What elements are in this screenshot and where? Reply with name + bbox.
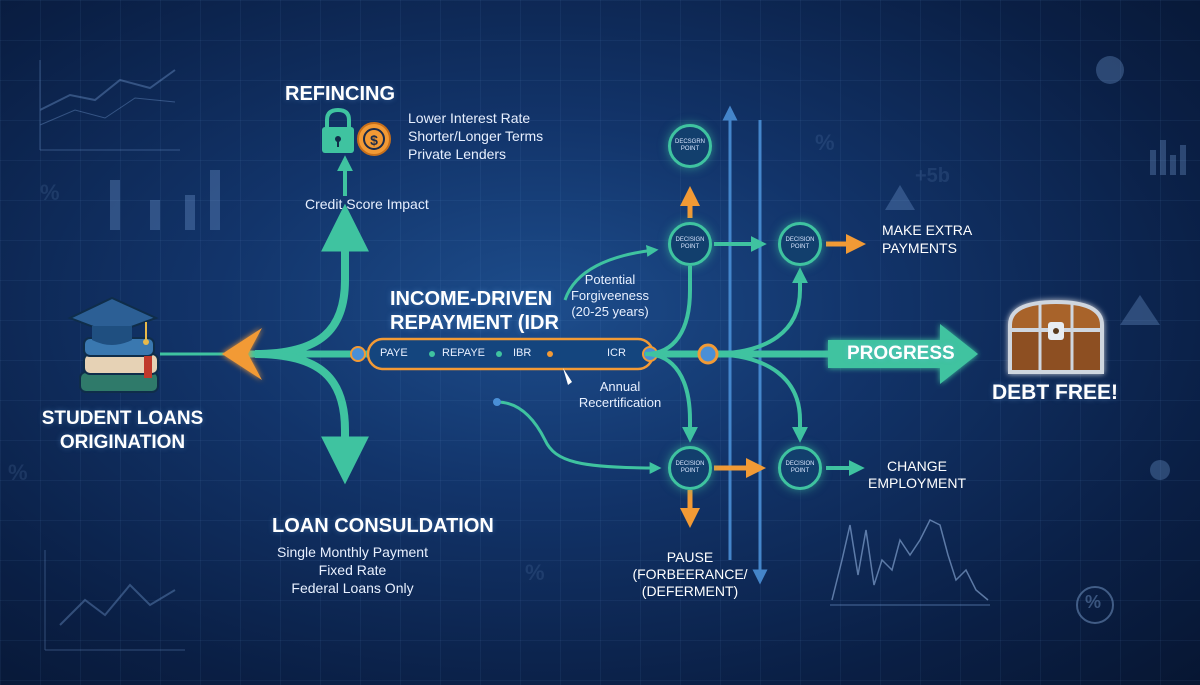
refinance-branch <box>254 203 369 358</box>
debt-free-label: DEBT FREE! <box>992 381 1118 404</box>
consolidation-title: LOAN CONSULDATION <box>272 515 494 537</box>
forgiveness-arrow <box>563 244 659 301</box>
refinancing-details: Lower Interest Rate Shorter/Longer Terms… <box>408 110 544 162</box>
progress-arrow <box>828 324 978 384</box>
bg-bar-chart <box>110 170 220 230</box>
bg-bar-chart-right <box>1150 140 1186 175</box>
recert-branch <box>496 400 662 474</box>
bg-value-symbol: +5b <box>915 165 951 187</box>
bg-shapes <box>885 56 1170 480</box>
idr-plan-icr: ICR <box>607 347 626 359</box>
idr-title: INCOME-DRIVEN REPAYMENT (IDR <box>390 288 559 334</box>
dollar-coin-icon: $ <box>357 122 391 156</box>
consolidation-branch <box>254 350 369 485</box>
idr-plan-repaye: REPAYE <box>442 347 485 359</box>
branch-up-1 <box>644 266 692 356</box>
bg-percent-symbol: % <box>815 130 835 155</box>
recertification-note: Annual Recertification <box>578 379 662 410</box>
forgiveness-note: Potential Forgiveeness (20-25 years) <box>570 272 650 319</box>
origination-title: STUDENT LOANS ORIGINATION <box>41 408 204 453</box>
pause-label: PAUSE (FORBEERANCE/ (DEFERMENT) <box>632 549 748 599</box>
idr-plan-ibr: IBR <box>513 347 532 359</box>
bg-percent-symbol: % <box>8 460 28 485</box>
credit-score-note: Credit Score Impact <box>305 196 429 212</box>
idr-plan-paye: PAYE <box>380 347 408 359</box>
bg-percent-symbol: % <box>525 560 545 585</box>
bg-percent-symbol: % <box>40 180 60 205</box>
branch-down-1 <box>644 352 698 443</box>
bg-price-chart <box>830 518 990 606</box>
consolidation-details: Single Monthly Payment Fixed Rate Federa… <box>277 544 428 596</box>
svg-text:$: $ <box>370 132 378 148</box>
graduation-books-icon <box>67 296 159 393</box>
recert-pointer <box>563 368 572 385</box>
treasure-chest-icon <box>1008 299 1104 374</box>
trunk-junction <box>697 343 719 365</box>
bg-percent-circle <box>1076 586 1114 624</box>
extra-payments-label: MAKE EXTRA PAYMENTS <box>882 222 973 256</box>
branch-up-2 <box>707 267 808 356</box>
lock-icon <box>322 107 354 153</box>
change-employment-label: CHANGE EMPLOYMENT <box>867 458 966 491</box>
progress-label: PROGRESS <box>847 343 955 364</box>
bg-percent-badge: % <box>1085 592 1102 612</box>
refinancing-title: REFINCING <box>285 83 395 105</box>
recert-dot <box>493 398 501 406</box>
bg-line-chart <box>39 60 180 151</box>
branch-down-2 <box>707 352 808 443</box>
origin-arrow <box>222 328 262 380</box>
idr-plan-bar <box>350 337 658 371</box>
bg-line-chart-bottom <box>44 550 185 651</box>
